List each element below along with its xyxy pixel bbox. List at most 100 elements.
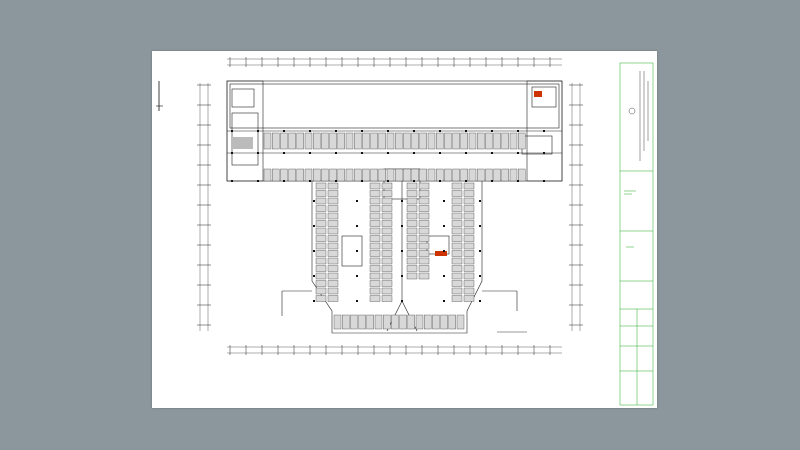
column: [283, 180, 285, 182]
parking-bay: [263, 168, 272, 182]
parking-bay: [452, 168, 460, 182]
parking-bay: [366, 314, 374, 330]
parking-bay: [342, 314, 350, 330]
column: [313, 300, 315, 302]
parking-bay: [315, 227, 327, 235]
column: [413, 152, 415, 154]
parking-bay: [485, 132, 493, 150]
parking-bay: [463, 272, 475, 280]
parking-bay: [327, 212, 339, 220]
column: [309, 130, 311, 132]
parking-bay: [451, 295, 463, 302]
parking-bay: [386, 132, 395, 150]
column: [517, 152, 519, 154]
column: [439, 130, 441, 132]
parking-bay: [381, 265, 393, 272]
parking-bay: [418, 235, 430, 242]
parking-bay: [381, 212, 393, 220]
parking-bay: [370, 132, 378, 150]
column: [313, 275, 315, 277]
column: [443, 300, 445, 302]
parking-bay: [369, 235, 381, 242]
parking-bay: [463, 242, 475, 250]
parking-bay: [378, 168, 386, 182]
parking-bay: [315, 295, 327, 302]
parking-bay: [327, 287, 339, 295]
column: [543, 180, 545, 182]
parking-bay: [460, 168, 468, 182]
parking-bay: [329, 168, 337, 182]
parking-bay: [419, 132, 427, 150]
column: [356, 300, 358, 302]
parking-bay: [381, 257, 393, 265]
parking-bay: [329, 132, 337, 150]
parking-bay: [327, 272, 339, 280]
dimension-ticks: [197, 57, 583, 355]
column: [231, 130, 233, 132]
column: [309, 180, 311, 182]
parking-bay: [315, 212, 327, 220]
parking-bay: [440, 314, 448, 330]
drawing-sheet: [152, 51, 657, 408]
column: [257, 152, 259, 154]
parking-bay: [315, 197, 327, 205]
column: [439, 152, 441, 154]
parking-bay: [518, 132, 526, 150]
parking-bay: [370, 168, 378, 182]
parking-bay: [395, 132, 403, 150]
parking-bay: [337, 168, 345, 182]
column: [313, 250, 315, 252]
parking-bay: [406, 212, 418, 220]
column: [401, 200, 403, 202]
parking-bay: [315, 280, 327, 287]
parking-bay: [406, 235, 418, 242]
parking-bay: [272, 132, 280, 150]
parking-bay: [327, 235, 339, 242]
parking-bay: [280, 132, 288, 150]
parking-bay: [418, 205, 430, 212]
parking-bay: [327, 182, 339, 190]
parking-bay: [369, 227, 381, 235]
column: [335, 152, 337, 154]
parking-bay: [477, 132, 485, 150]
parking-bay: [296, 132, 304, 150]
parking-bay: [436, 168, 444, 182]
parking-bay: [327, 265, 339, 272]
parking-bay: [427, 168, 436, 182]
parking-bay: [493, 168, 501, 182]
parking-bay: [451, 212, 463, 220]
parking-bay: [333, 314, 342, 330]
parking-bay: [436, 132, 444, 150]
parking-bay: [448, 314, 456, 330]
parking-bay: [463, 227, 475, 235]
parking-bay: [399, 314, 407, 330]
parking-bay: [477, 168, 485, 182]
column: [401, 300, 403, 302]
parking-bay: [418, 190, 430, 197]
parking-bay: [411, 132, 419, 150]
upper-wing: [226, 80, 563, 182]
column: [356, 200, 358, 202]
parking-bay: [304, 132, 313, 150]
column: [517, 130, 519, 132]
parking-bay: [411, 168, 419, 182]
parking-bay: [369, 265, 381, 272]
parking-bay: [381, 190, 393, 197]
parking-bay: [418, 250, 430, 257]
parking-bay: [419, 168, 427, 182]
column: [491, 152, 493, 154]
column: [439, 180, 441, 182]
parking-bay: [493, 132, 501, 150]
parking-bay: [463, 265, 475, 272]
parking-bay: [313, 132, 321, 150]
parking-bay: [406, 242, 418, 250]
column: [543, 130, 545, 132]
parking-bay: [327, 197, 339, 205]
parking-bay: [304, 168, 313, 182]
parking-bay: [463, 295, 475, 302]
parking-bay: [381, 235, 393, 242]
column: [443, 200, 445, 202]
parking-bay: [391, 314, 399, 330]
column: [491, 130, 493, 132]
parking-bay: [463, 250, 475, 257]
